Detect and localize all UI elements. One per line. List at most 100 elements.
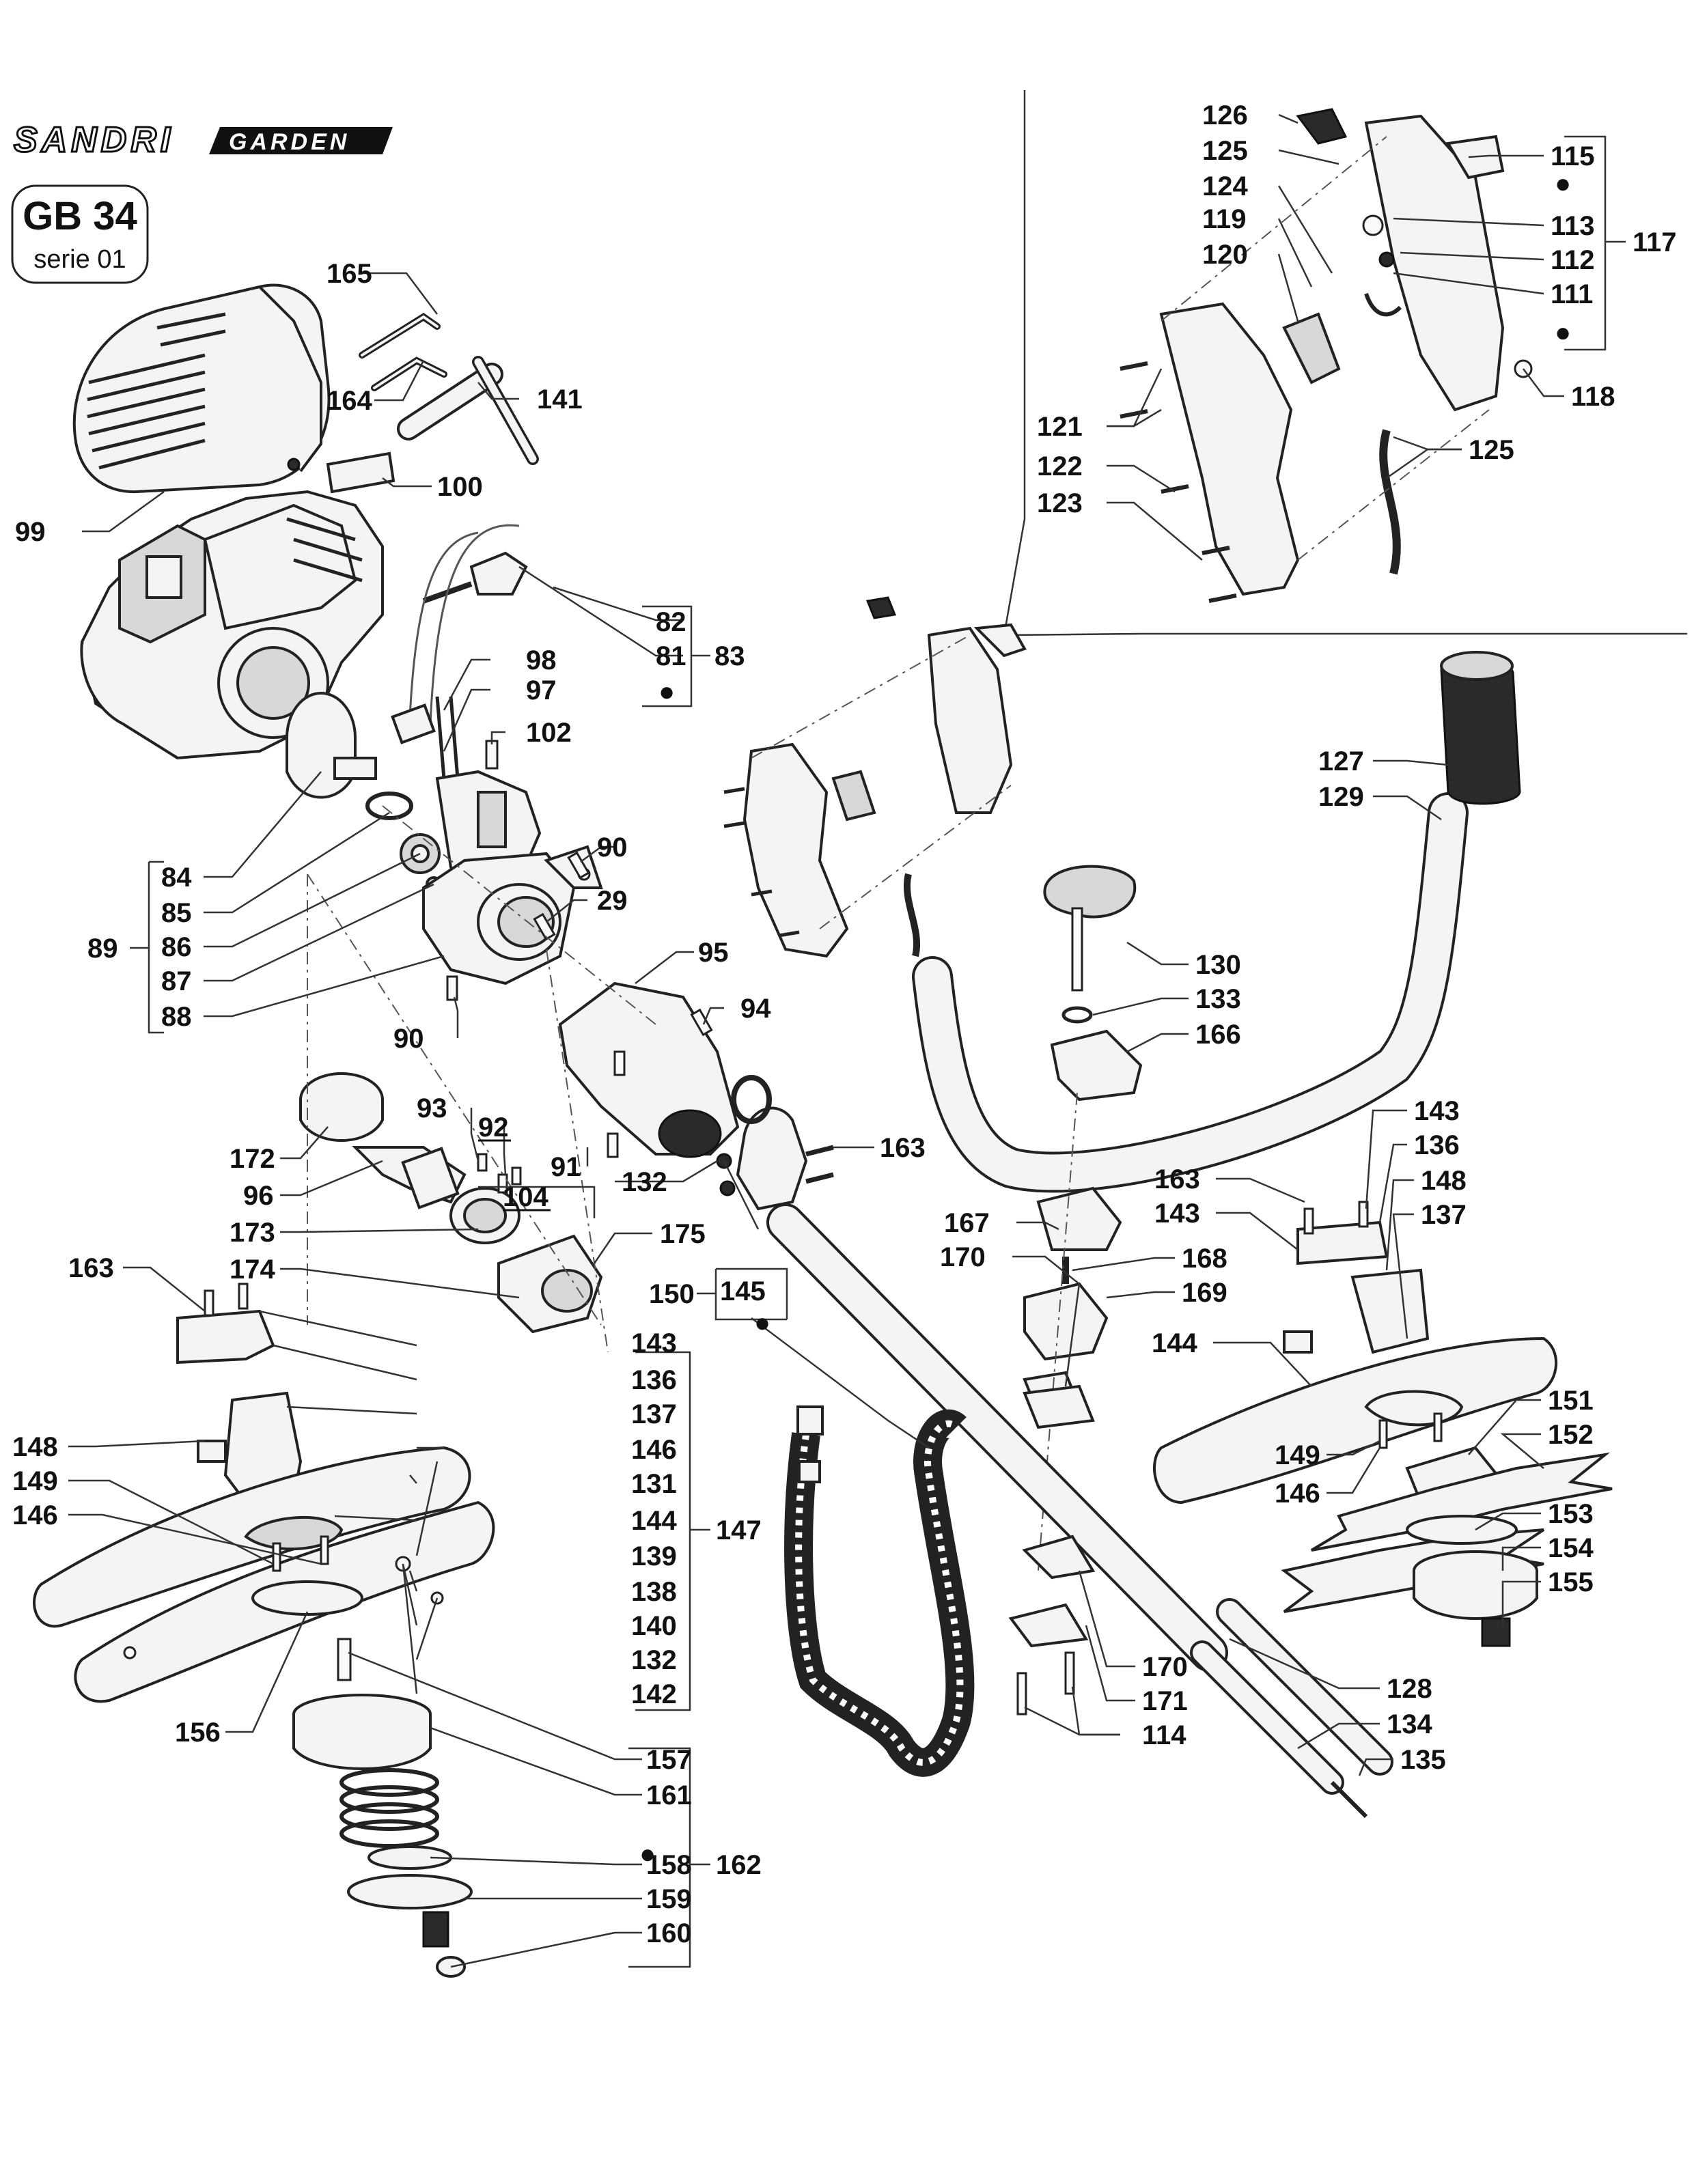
callout-171: 171 (1142, 1686, 1188, 1716)
callout-152: 152 (1548, 1420, 1594, 1450)
callout-163-right: 163 (1154, 1164, 1200, 1194)
callout-113: 113 (1551, 211, 1595, 241)
guard-right (1153, 1336, 1557, 1504)
t-wrench (397, 356, 539, 465)
handlebar-clamp (1023, 865, 1143, 1416)
callout-137-left: 137 (631, 1399, 677, 1429)
callout-147: 147 (716, 1515, 762, 1545)
callout-173: 173 (230, 1218, 275, 1248)
callout-159: 159 (646, 1884, 692, 1914)
throttle-handle (723, 596, 1027, 958)
callout-162: 162 (716, 1850, 762, 1880)
callout-95: 95 (698, 938, 729, 968)
callout-153: 153 (1548, 1499, 1594, 1529)
shaft-clamp-parts (299, 1072, 603, 1334)
callout-163-top: 163 (880, 1133, 926, 1163)
callout-139: 139 (631, 1541, 677, 1571)
assembly-line (546, 949, 609, 1353)
assembly-line (751, 634, 971, 759)
callout-104: 104 (503, 1182, 549, 1212)
callout-97: 97 (526, 675, 557, 705)
assembly-line (1161, 136, 1387, 322)
callout-145: 145 (720, 1276, 766, 1306)
callout-100: 100 (437, 472, 483, 502)
callout-89: 89 (87, 934, 118, 964)
callout-112: 112 (1551, 245, 1595, 275)
brand-sub-bar (209, 127, 393, 154)
callout-118: 118 (1571, 382, 1615, 412)
callout-90-bottom: 90 (393, 1024, 424, 1054)
model-series: serie 01 (33, 245, 126, 274)
handlebar (912, 651, 1521, 1193)
cylinder-fins (286, 517, 363, 583)
callout-161: 161 (646, 1780, 692, 1810)
callout-135: 135 (1400, 1745, 1446, 1775)
callout-92: 92 (478, 1112, 509, 1143)
callout-165: 165 (327, 259, 372, 289)
housing-bolts (446, 851, 590, 1001)
leader-lines (68, 113, 1564, 1968)
callout-175: 175 (660, 1219, 706, 1249)
callout-146-left: 146 (12, 1500, 58, 1530)
callout-88: 88 (161, 1002, 192, 1032)
shaft-clamp-halves (1008, 1384, 1096, 1716)
callout-169: 169 (1182, 1278, 1227, 1308)
callout-148-right: 148 (1421, 1166, 1467, 1196)
shoulder-strap (784, 1405, 975, 1777)
callout-164: 164 (327, 386, 372, 416)
spark-plug-cap (408, 524, 528, 725)
callout-125-bottom: 125 (1469, 435, 1514, 465)
callout-166: 166 (1195, 1020, 1241, 1050)
assembly-line (1297, 409, 1490, 561)
callout-170-bottom: 170 (1142, 1652, 1188, 1682)
callout-102: 102 (526, 718, 572, 748)
callout-170-top: 170 (940, 1242, 986, 1272)
callout-174: 174 (230, 1255, 275, 1285)
model-badge-frame (11, 184, 149, 284)
inner-drive-shaft (1190, 1598, 1393, 1819)
callout-134: 134 (1387, 1709, 1432, 1739)
callout-83: 83 (714, 641, 745, 671)
callout-82: 82 (656, 607, 686, 637)
inset-frame (1003, 90, 1687, 636)
callout-120: 120 (1202, 240, 1248, 270)
clutch-housing (422, 845, 603, 985)
callout-87: 87 (161, 966, 192, 996)
callout-94: 94 (740, 994, 771, 1024)
callout-148-left: 148 (12, 1432, 58, 1462)
callout-84: 84 (161, 863, 192, 893)
brand-sub: GARDEN (229, 129, 350, 155)
callout-123: 123 (1037, 488, 1083, 518)
throttle-handle-detail (1120, 108, 1533, 603)
callout-167: 167 (944, 1208, 990, 1238)
kit-dot: ● (1555, 318, 1571, 348)
engine-cover (72, 283, 331, 494)
clutch-assembly (286, 692, 442, 893)
callout-141: 141 (537, 384, 583, 415)
guard-left (33, 1446, 495, 1703)
callout-85: 85 (161, 898, 192, 928)
callout-142: 142 (631, 1679, 677, 1709)
callout-146-top-left: 146 (631, 1435, 677, 1465)
callout-93: 93 (417, 1093, 447, 1123)
callout-91: 91 (551, 1152, 581, 1182)
kit-dot: ● (1555, 169, 1571, 199)
callout-137-right: 137 (1421, 1200, 1467, 1230)
callout-117: 117 (1633, 227, 1677, 257)
callout-133: 133 (1195, 984, 1241, 1014)
callout-157: 157 (646, 1745, 692, 1775)
callout-86: 86 (161, 932, 192, 962)
callout-125-top: 125 (1202, 136, 1248, 166)
callout-111: 111 (1551, 279, 1593, 309)
callout-149-left: 149 (12, 1466, 58, 1496)
model-badge: GB 34 serie 01 (11, 184, 149, 284)
callout-114: 114 (1142, 1720, 1186, 1750)
callout-29: 29 (597, 886, 628, 916)
callout-129: 129 (1318, 782, 1364, 812)
line-spool (339, 1768, 439, 1848)
callout-131: 131 (631, 1469, 677, 1499)
callout-99: 99 (15, 517, 46, 547)
callout-119: 119 (1202, 204, 1247, 234)
callout-81: 81 (656, 641, 686, 671)
hex-key-tools (359, 313, 447, 391)
